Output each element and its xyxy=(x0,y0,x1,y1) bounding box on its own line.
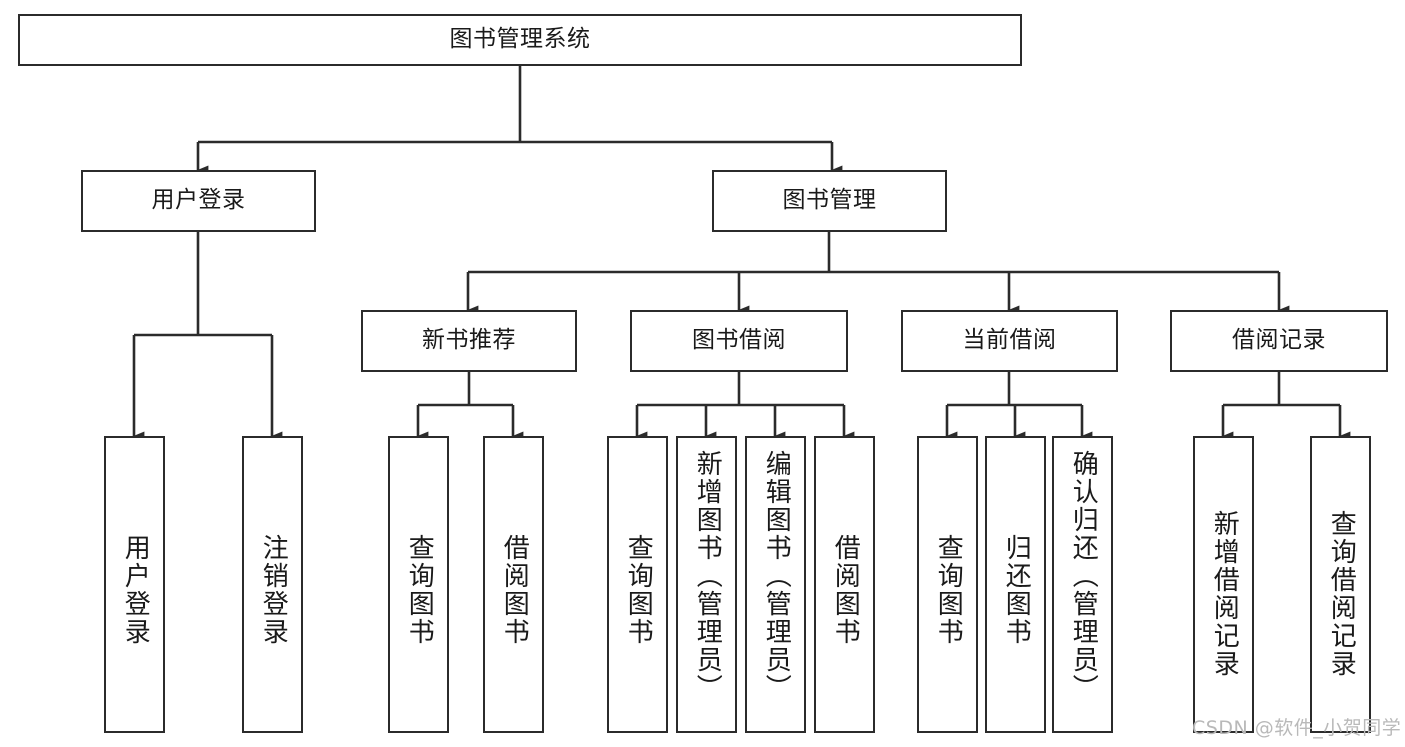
node-label: 图书借阅 xyxy=(692,327,786,354)
leaf-add-borrow-record[interactable]: 新增借阅记录 xyxy=(1193,436,1254,733)
node-label: 确认归还（管理员） xyxy=(1068,450,1099,702)
leaf-add-book-admin[interactable]: 新增图书（管理员） xyxy=(676,436,737,733)
node-label: 编辑图书（管理员） xyxy=(761,450,792,702)
leaf-query-book-borrow[interactable]: 查询图书 xyxy=(607,436,668,733)
node-label: 新增图书（管理员） xyxy=(692,450,723,702)
node-borrow-record[interactable]: 借阅记录 xyxy=(1170,310,1388,372)
node-label: 注销登录 xyxy=(258,534,289,646)
node-label: 查询图书 xyxy=(933,534,964,646)
leaf-borrow-book-recommend[interactable]: 借阅图书 xyxy=(483,436,544,733)
leaf-borrow-book[interactable]: 借阅图书 xyxy=(814,436,875,733)
node-label: 查询图书 xyxy=(623,534,654,646)
node-label: 查询图书 xyxy=(404,534,435,646)
node-label: 用户登录 xyxy=(151,187,246,214)
node-label: 图书管理系统 xyxy=(449,26,591,53)
leaf-return-book[interactable]: 归还图书 xyxy=(985,436,1046,733)
node-user-login[interactable]: 用户登录 xyxy=(81,170,316,232)
node-label: 归还图书 xyxy=(1001,534,1032,646)
leaf-query-book-current[interactable]: 查询图书 xyxy=(917,436,978,733)
node-label: 借阅图书 xyxy=(499,534,530,646)
leaf-logout[interactable]: 注销登录 xyxy=(242,436,303,733)
node-book-borrow[interactable]: 图书借阅 xyxy=(630,310,848,372)
node-label: 新增借阅记录 xyxy=(1209,510,1240,678)
node-current-borrow[interactable]: 当前借阅 xyxy=(901,310,1118,372)
node-label: 借阅图书 xyxy=(830,534,861,646)
node-label: 图书管理 xyxy=(782,187,877,214)
leaf-confirm-return-admin[interactable]: 确认归还（管理员） xyxy=(1052,436,1113,733)
node-new-book-recommend[interactable]: 新书推荐 xyxy=(361,310,577,372)
leaf-user-login[interactable]: 用户登录 xyxy=(104,436,165,733)
node-root-system[interactable]: 图书管理系统 xyxy=(18,14,1022,66)
node-label: 查询借阅记录 xyxy=(1326,510,1357,678)
node-label: 用户登录 xyxy=(120,534,151,646)
leaf-query-borrow-record[interactable]: 查询借阅记录 xyxy=(1310,436,1371,733)
node-book-management[interactable]: 图书管理 xyxy=(712,170,947,232)
leaf-query-book-recommend[interactable]: 查询图书 xyxy=(388,436,449,733)
leaf-edit-book-admin[interactable]: 编辑图书（管理员） xyxy=(745,436,806,733)
node-label: 当前借阅 xyxy=(962,327,1057,354)
node-label: 借阅记录 xyxy=(1232,327,1326,354)
csdn-watermark: CSDN @软件_小贺同学 xyxy=(1192,717,1402,739)
node-label: 新书推荐 xyxy=(422,327,516,354)
